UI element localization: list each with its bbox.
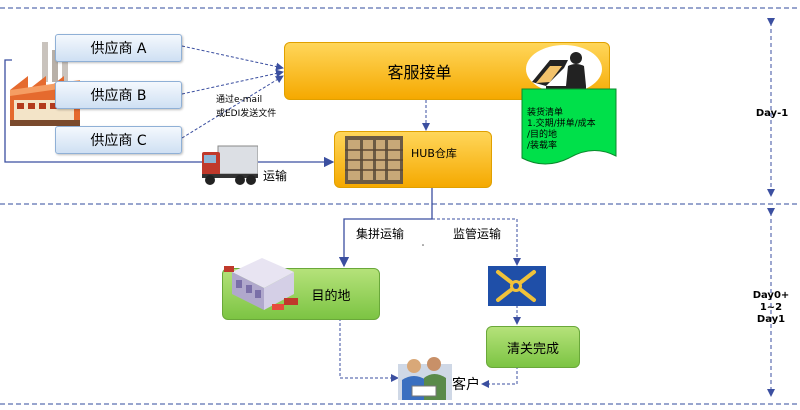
consolidated-transport-label: 集拼运输: [356, 227, 405, 241]
customs-cleared-label: 清关完成: [506, 341, 559, 357]
packing-list-title: 装货清单: [527, 108, 564, 118]
truck-icon: [202, 145, 258, 185]
stray-dot: [422, 244, 424, 246]
customer-service-label: 客服接单: [387, 63, 452, 82]
day-label-lower: Day0+ 1~2 Day1: [748, 290, 794, 326]
packing-list-shape: [521, 88, 617, 165]
edi-note-line-1: 通过e-mail: [216, 95, 263, 105]
connector-factory-hub: [4, 59, 335, 168]
day-label-lower-line-1: Day0+: [752, 290, 790, 301]
operator-icon: [526, 45, 602, 93]
supplier-c-box: 供应商 C: [55, 126, 182, 154]
day-label-lower-line-3: Day1: [756, 314, 786, 325]
supplier-b-box: 供应商 B: [55, 81, 182, 109]
customer-icon: [398, 357, 452, 400]
destination-label: 目的地: [311, 288, 351, 304]
packing-list-line-3: /装载率: [527, 141, 558, 151]
connector-destination-customer: [339, 318, 399, 382]
connector-clearance-customer: [481, 366, 518, 388]
customs-cleared-box: 清关完成: [486, 326, 580, 368]
hub-label: HUB仓库: [411, 146, 457, 160]
packing-list: 装货清单 1.交期/拼单/成本 /目的地 /装载率: [527, 108, 596, 152]
supplier-b-label: 供应商 B: [90, 88, 147, 104]
connector-supplier-b: [181, 69, 284, 95]
connector-supplier-a: [181, 45, 284, 71]
connector-hub-customs: [432, 218, 521, 266]
customs-icon: [488, 266, 546, 306]
edi-note-line-2: 或EDI发送文件: [216, 109, 277, 119]
supplier-c-label: 供应商 C: [90, 133, 147, 149]
day-label-upper: Day-1: [755, 108, 789, 119]
supervised-transport-label: 监管运输: [453, 227, 502, 241]
customer-label: 客户: [452, 377, 480, 393]
supplier-a-box: 供应商 A: [55, 34, 182, 62]
supplier-a-label: 供应商 A: [90, 41, 147, 57]
transport-label: 运输: [263, 169, 288, 183]
hub-box: HUB仓库: [334, 131, 492, 188]
packing-list-line-2: /目的地: [527, 130, 558, 140]
connector-hub-destination: [338, 186, 433, 268]
distribution-center-icon: [224, 258, 298, 310]
packing-list-line-1: 1.交期/拼单/成本: [527, 119, 596, 129]
day-label-lower-line-2: 1~2: [759, 302, 783, 313]
edi-note: 通过e-mail 或EDI发送文件: [216, 95, 276, 120]
warehouse-icon: [345, 135, 403, 184]
